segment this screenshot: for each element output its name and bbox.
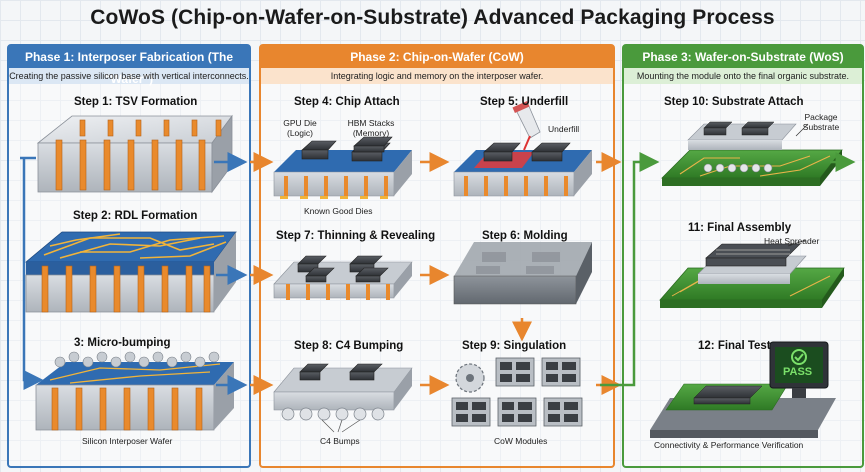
hbm-callout: HBM Stacks (Memory) bbox=[347, 118, 395, 138]
phase-1-subtitle: Creating the passive silicon base with v… bbox=[9, 68, 249, 84]
step-1-label: Step 1: TSV Formation bbox=[74, 96, 198, 108]
heat-spreader-icon bbox=[705, 243, 801, 267]
package-substrate-callout: Package Substrate bbox=[802, 112, 840, 132]
molding-illustration bbox=[453, 242, 592, 305]
step-3-label: 3: Micro-bumping bbox=[74, 337, 171, 349]
c4-bumping-illustration bbox=[273, 363, 413, 433]
phase-2-subtitle: Integrating logic and memory on the inte… bbox=[261, 68, 613, 84]
cow-modules-callout: CoW Modules bbox=[494, 436, 548, 446]
phase-3-title: Phase 3: Wafer-on-Substrate (WoS) bbox=[624, 46, 862, 68]
final-test-illustration bbox=[650, 341, 836, 438]
heat-spreader-callout: Heat Spreader bbox=[764, 236, 820, 246]
step-10-label: Step 10: Substrate Attach bbox=[664, 96, 804, 108]
substrate-attach-illustration bbox=[661, 121, 843, 186]
c4-bumps-callout: C4 Bumps bbox=[320, 436, 360, 446]
step-6-label: Step 6: Molding bbox=[482, 230, 568, 242]
saw-blade-icon bbox=[455, 363, 485, 393]
underfill-callout: Underfill bbox=[548, 124, 580, 134]
step-8-label: Step 8: C4 Bumping bbox=[294, 340, 404, 352]
phase-3-subtitle: Mounting the module onto the final organ… bbox=[624, 68, 862, 84]
singulation-illustration bbox=[451, 357, 583, 427]
gpu-die-callout: GPU Die (Logic) bbox=[283, 118, 317, 138]
underfill-illustration bbox=[453, 101, 592, 197]
phase-1-flow-arrows bbox=[20, 152, 248, 395]
thinning-illustration bbox=[273, 255, 413, 300]
step-11-label: 11: Final Assembly bbox=[688, 222, 792, 234]
pass-indicator: PASS bbox=[783, 366, 813, 378]
phase-3-flow-arrows bbox=[600, 152, 856, 387]
rdl-wafer-illustration bbox=[24, 231, 237, 313]
step-2-label: Step 2: RDL Formation bbox=[73, 210, 198, 222]
connectivity-callout: Connectivity & Performance Verification bbox=[654, 440, 804, 450]
final-assembly-illustration bbox=[659, 239, 845, 308]
check-icon bbox=[794, 353, 804, 362]
step-12-label: 12: Final Test bbox=[698, 340, 771, 352]
test-monitor bbox=[769, 341, 829, 398]
micro-bump-wafer-illustration bbox=[35, 351, 234, 431]
known-good-dies-callout: Known Good Dies bbox=[304, 206, 373, 216]
tsv-wafer-illustration bbox=[36, 114, 233, 194]
phase-2-title: Phase 2: Chip-on-Wafer (CoW) bbox=[261, 46, 613, 68]
underfill-syringe bbox=[512, 101, 541, 151]
step-9-label: Step 9: Singulation bbox=[462, 340, 567, 352]
page-title: CoWoS (Chip-on-Wafer-on-Substrate) Advan… bbox=[90, 6, 775, 29]
chip-attach-illustration bbox=[273, 136, 412, 199]
step-4-label: Step 4: Chip Attach bbox=[294, 96, 400, 108]
step-7-label: Step 7: Thinning & Revealing bbox=[276, 230, 436, 242]
step-5-label: Step 5: Underfill bbox=[480, 96, 569, 108]
silicon-interposer-callout: Silicon Interposer Wafer bbox=[82, 436, 173, 446]
